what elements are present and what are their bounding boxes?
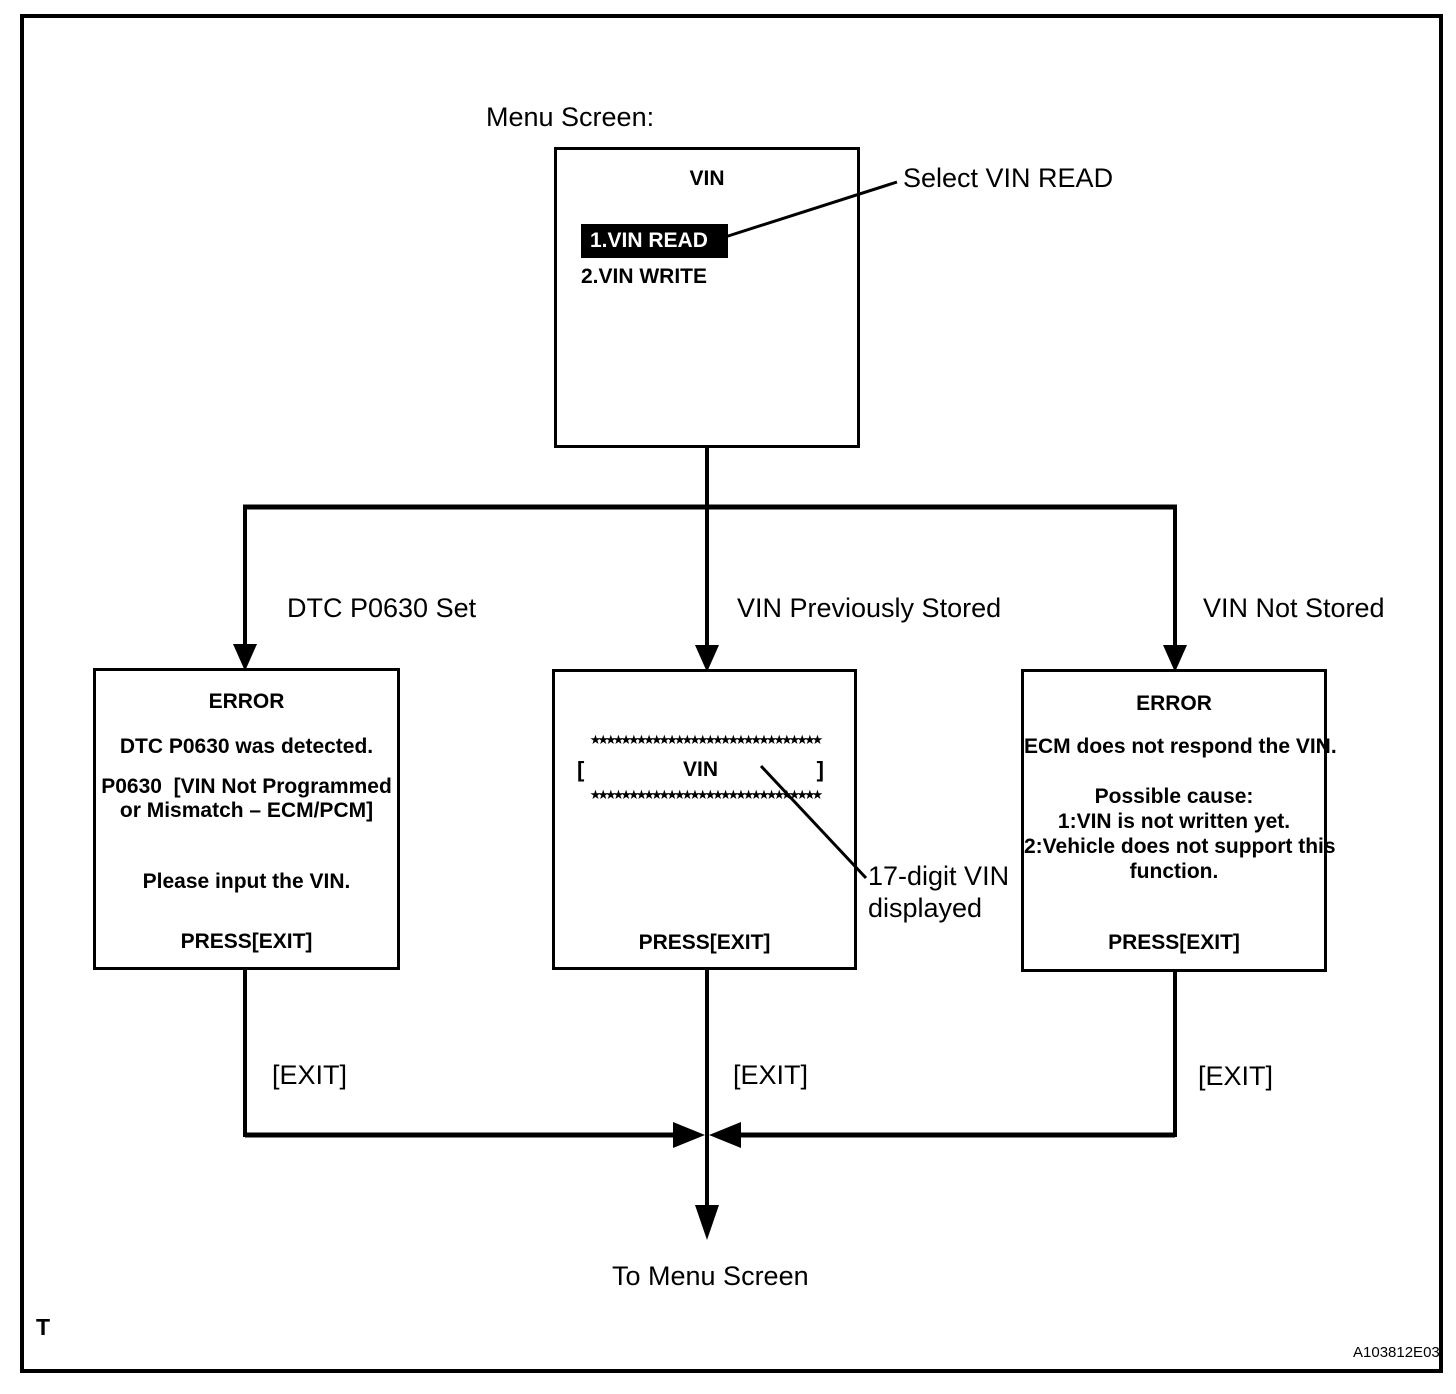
vin-stars-bottom: ★★★★★★★★★★★★★★★★★★★★★★★★★★★★★★ <box>589 787 824 802</box>
vin-press-exit: PRESS[EXIT] <box>638 931 771 954</box>
vin-display-title: VIN <box>682 758 718 781</box>
error-ecm-title: ERROR <box>1136 692 1212 715</box>
error-ecm-respond-line: ECM does not respond the VIN. <box>1024 735 1337 758</box>
corner-mark: T <box>36 1314 51 1340</box>
vin-stars-top: ★★★★★★★★★★★★★★★★★★★★★★★★★★★★★★ <box>589 732 824 747</box>
vin-bracket-row: [ VIN ] <box>577 756 824 784</box>
exit-label-left: [EXIT] <box>272 1060 348 1090</box>
error-ecm-cause2: 2:Vehicle does not support this <box>1024 835 1336 858</box>
error-ecm-cause1: 1:VIN is not written yet. <box>1057 810 1291 833</box>
menu-screen-box: VIN 1.VIN READ 2.VIN WRITE <box>554 147 860 448</box>
error-dtc-code-line2: or Mismatch – ECM/PCM] <box>119 799 374 822</box>
vin-note-line1: 17-digit VIN <box>868 861 1010 891</box>
menu-item-vin-read: 1.VIN READ <box>581 224 728 258</box>
exit-label-center: [EXIT] <box>733 1060 809 1090</box>
figure-border <box>20 14 1443 1373</box>
menu-item-vin-write: 2.VIN WRITE <box>581 265 708 288</box>
branch-label-dtc-set: DTC P0630 Set <box>287 593 477 623</box>
error-ecm-screen-box: ERROR ECM does not respond the VIN. Poss… <box>1021 669 1337 972</box>
error-dtc-title: ERROR <box>208 690 285 713</box>
branch-label-vin-not-stored: VIN Not Stored <box>1203 593 1385 623</box>
menu-screen-label: Menu Screen: <box>486 102 655 132</box>
menu-screen-title: VIN <box>689 167 725 190</box>
error-dtc-screen-box: ERROR DTC P0630 was detected. P0630 [VIN… <box>93 668 400 970</box>
exit-label-right: [EXIT] <box>1198 1061 1274 1091</box>
error-dtc-press-exit: PRESS[EXIT] <box>180 930 313 953</box>
vin-note-line2: displayed <box>868 893 983 923</box>
error-ecm-cause-header: Possible cause: <box>1094 785 1254 808</box>
error-ecm-cause2-cont: function. <box>1129 860 1219 883</box>
to-menu-screen-label: To Menu Screen <box>612 1261 809 1291</box>
vin-close-bracket: ] <box>816 757 824 782</box>
error-dtc-input-line: Please input the VIN. <box>142 870 351 893</box>
error-dtc-code-line1: P0630 [VIN Not Programmed <box>101 775 392 798</box>
branch-label-vin-stored: VIN Previously Stored <box>737 593 1002 623</box>
error-ecm-press-exit: PRESS[EXIT] <box>1108 931 1240 954</box>
figure-id: A103812E03 <box>1353 1344 1440 1361</box>
error-dtc-detected-line: DTC P0630 was detected. <box>119 735 374 758</box>
vin-display-screen-box: ★★★★★★★★★★★★★★★★★★★★★★★★★★★★★★ [ VIN ] ★… <box>552 669 857 970</box>
select-vin-read-note: Select VIN READ <box>903 163 1114 193</box>
vin-open-bracket: [ <box>577 757 585 782</box>
